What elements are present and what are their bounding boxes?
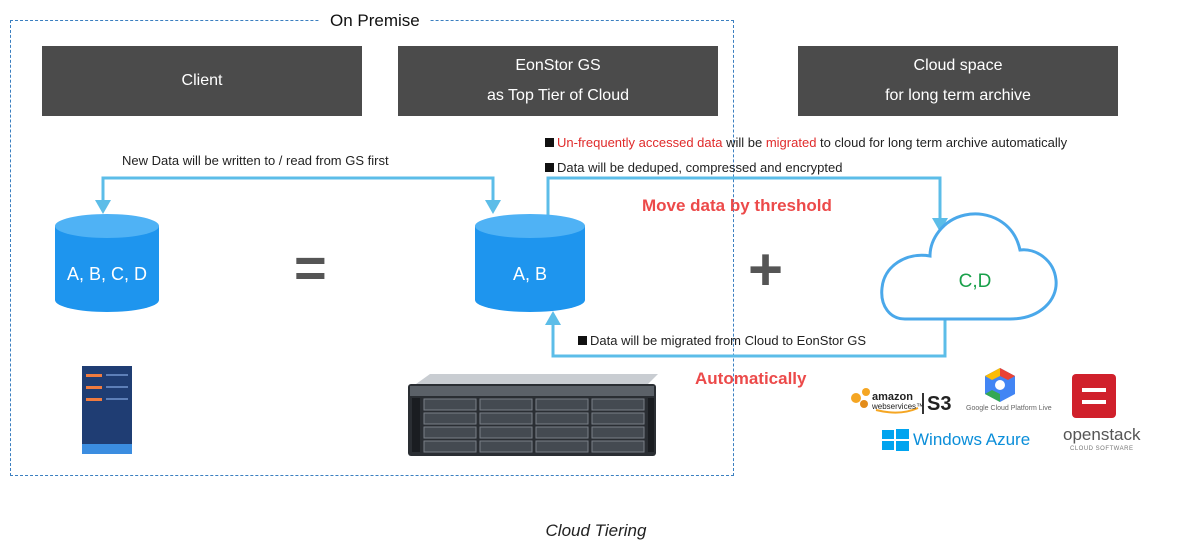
equals-sign: = bbox=[294, 236, 327, 299]
dedupe-note-text: Data will be deduped, compressed and enc… bbox=[557, 160, 843, 175]
amazon-logo-top: amazon bbox=[872, 391, 913, 403]
on-premise-label: On Premise bbox=[320, 11, 430, 31]
migrate-note-keyword: migrated bbox=[765, 135, 817, 150]
bullet-square-icon bbox=[545, 138, 554, 147]
cloud-header-line2: for long term archive bbox=[885, 87, 1031, 104]
eonstor-header: EonStor GS as Top Tier of Cloud bbox=[398, 46, 718, 116]
return-note-text: Data will be migrated from Cloud to EonS… bbox=[590, 333, 867, 348]
migrate-note: Un-frequently accessed data will be migr… bbox=[545, 135, 1067, 150]
amazon-logo-mark bbox=[851, 388, 924, 414]
eonstor-rack-icon bbox=[408, 374, 658, 456]
cloud-header: Cloud space for long term archive bbox=[798, 46, 1118, 116]
write-read-note: New Data will be written to / read from … bbox=[122, 153, 389, 168]
client-storage-cylinder bbox=[55, 214, 159, 312]
automatically-label: Automatically bbox=[695, 369, 807, 388]
openstack-sub-label: CLOUD SOFTWARE bbox=[1070, 446, 1134, 452]
amazon-logo: amazon webservices™ bbox=[872, 392, 924, 412]
windows-flag-icon bbox=[882, 429, 909, 451]
amazon-logo-bottom: webservices™ bbox=[872, 402, 925, 411]
bullet-square-icon bbox=[545, 163, 554, 172]
migrate-note-highlight: Un-frequently accessed data bbox=[557, 135, 723, 150]
client-data-label: A, B, C, D bbox=[66, 264, 147, 284]
threshold-arrow bbox=[546, 176, 948, 232]
google-cloud-icon bbox=[985, 368, 1015, 402]
eonstor-storage-cylinder bbox=[475, 214, 585, 312]
bullet-square-icon bbox=[578, 336, 587, 345]
move-by-threshold-label: Move data by threshold bbox=[642, 196, 832, 215]
cloud-data-label: C,D bbox=[958, 271, 992, 292]
client-header-label: Client bbox=[181, 72, 223, 89]
plus-sign: + bbox=[748, 236, 784, 303]
return-arrow bbox=[545, 311, 947, 358]
server-tower-icon bbox=[82, 366, 132, 454]
eonstor-data-label: A, B bbox=[512, 264, 547, 284]
figure-caption: Cloud Tiering bbox=[545, 521, 647, 540]
s3-label: S3 bbox=[927, 393, 952, 415]
eonstor-header-line1: EonStor GS bbox=[515, 57, 601, 74]
cloud-header-line1: Cloud space bbox=[913, 57, 1003, 74]
migrate-note-text: will be bbox=[722, 135, 766, 150]
migrate-note-tail: to cloud for long term archive automatic… bbox=[816, 135, 1068, 150]
cloud-icon bbox=[880, 212, 1058, 321]
openstack-label: openstack bbox=[1063, 425, 1141, 444]
windows-azure-label: Windows Azure bbox=[913, 430, 1031, 449]
openstack-icon bbox=[1072, 374, 1116, 418]
write-read-arrow bbox=[95, 176, 501, 214]
client-header: Client bbox=[42, 46, 362, 116]
eonstor-header-line2: as Top Tier of Cloud bbox=[486, 87, 629, 104]
google-cloud-label: Google Cloud Platform Live bbox=[966, 405, 1052, 412]
dedupe-note: Data will be deduped, compressed and enc… bbox=[545, 160, 842, 175]
return-note: Data will be migrated from Cloud to EonS… bbox=[578, 333, 866, 348]
